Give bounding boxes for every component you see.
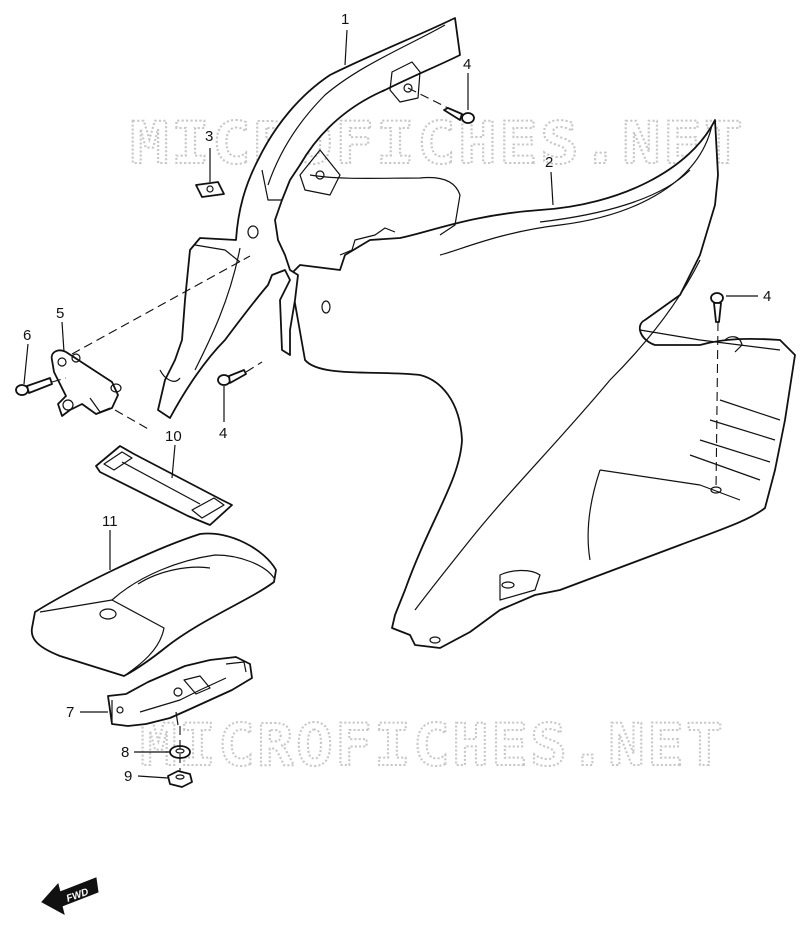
dash-line-screw-top <box>407 87 449 109</box>
leader-1 <box>344 29 348 66</box>
callout-3: 3 <box>205 128 213 145</box>
part-5-hinge-bracket[interactable] <box>50 349 122 417</box>
leader-10 <box>171 444 176 479</box>
leader-9 <box>137 775 169 779</box>
part-10-strap[interactable] <box>95 445 233 526</box>
part-11-pad[interactable] <box>30 532 277 677</box>
callout-5: 5 <box>56 305 64 322</box>
callout-4-top: 4 <box>463 56 471 73</box>
callout-11: 11 <box>102 513 118 530</box>
leader-5 <box>61 321 65 353</box>
dash-line-screw-left <box>245 361 263 373</box>
part-2-main-cover[interactable] <box>289 119 796 649</box>
part-4-screw-top[interactable] <box>443 107 475 124</box>
dash-line-screw-right <box>715 321 719 491</box>
part-3-clip-nut[interactable] <box>195 181 225 198</box>
leader-6 <box>23 343 29 385</box>
callout-1: 1 <box>341 11 349 28</box>
dash-line-bracket <box>71 255 251 355</box>
part-6-bolt[interactable] <box>15 377 53 396</box>
dash-line-pad <box>114 409 151 431</box>
part-9-nut[interactable] <box>167 770 193 788</box>
callout-6: 6 <box>23 327 31 344</box>
watermark-bottom: MICROFICHES.NET <box>140 711 725 779</box>
callout-2: 2 <box>545 154 553 171</box>
callout-7: 7 <box>66 704 74 721</box>
callout-4-right: 4 <box>763 288 771 305</box>
callout-10: 10 <box>165 428 182 445</box>
part-4-screw-right[interactable] <box>710 292 724 323</box>
part-4-screw-left[interactable] <box>217 369 247 386</box>
part-7-latch-bracket[interactable] <box>107 656 253 727</box>
callout-9: 9 <box>124 768 132 785</box>
leader-2 <box>550 171 554 206</box>
callout-8: 8 <box>121 744 129 761</box>
watermark-top: MICROFICHES.NET <box>130 109 745 177</box>
dash-line-bolt <box>51 377 67 383</box>
fwd-arrow-badge: FWD <box>41 877 99 915</box>
callout-4-left: 4 <box>219 425 227 442</box>
part-1-inner-panel[interactable] <box>157 17 461 419</box>
